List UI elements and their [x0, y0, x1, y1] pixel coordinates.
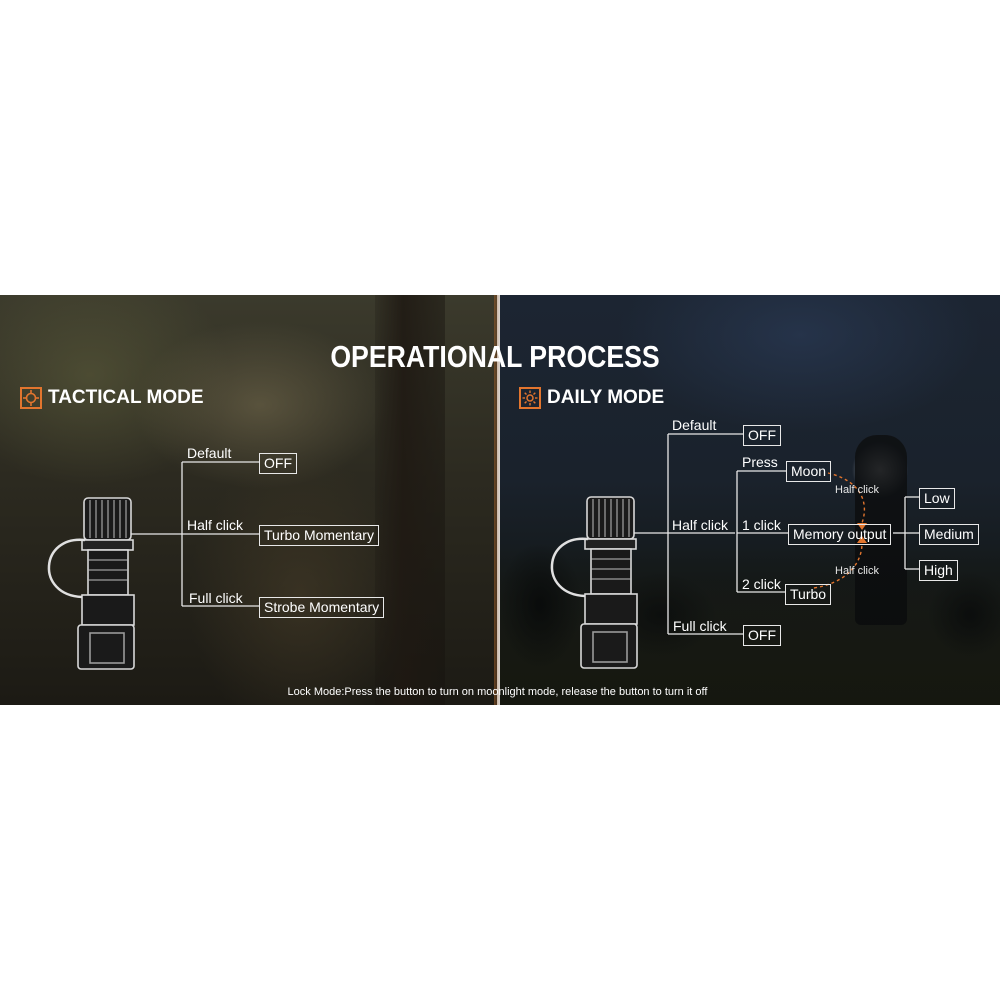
- tree-trunk: [375, 295, 445, 705]
- diagram-overlay: OPERATIONAL PROCESS TACTICAL MODE: [0, 295, 1000, 705]
- two-click-label: 2 click: [742, 576, 781, 592]
- tactical-mode-heading: TACTICAL MODE: [20, 387, 204, 409]
- turbo-box: Turbo: [785, 584, 832, 605]
- one-click-label: 1 click: [742, 517, 781, 533]
- moon-to-memory-label: Half click: [835, 484, 880, 496]
- tactical-full-click-label: Full click: [189, 590, 243, 606]
- medium-level-box: Medium: [919, 524, 979, 545]
- turbo-to-memory-label: Half click: [835, 565, 880, 577]
- flow-connectors: [47, 433, 920, 670]
- daily-full-click-label: Full click: [673, 618, 727, 634]
- tactical-flashlight-icon: [47, 497, 135, 670]
- tactical-off-box: OFF: [259, 453, 297, 474]
- tactical-half-click-label: Half click: [187, 517, 244, 533]
- section-divider: [494, 295, 500, 705]
- turbo-momentary-box: Turbo Momentary: [259, 525, 379, 546]
- press-label: Press: [742, 454, 778, 470]
- low-level-box: Low: [919, 488, 955, 509]
- sun-icon: [519, 387, 541, 409]
- daily-half-click-label: Half click: [672, 517, 729, 533]
- daily-default-label: Default: [672, 417, 717, 433]
- operational-process-banner: OPERATIONAL PROCESS TACTICAL MODE: [0, 295, 1000, 705]
- tactical-mode-label: TACTICAL MODE: [48, 387, 204, 408]
- moon-box: Moon: [786, 461, 832, 482]
- tactical-default-label: Default: [187, 445, 232, 461]
- high-level-box: High: [919, 560, 958, 581]
- strobe-momentary-box: Strobe Momentary: [259, 597, 385, 618]
- lock-mode-note: Lock Mode:Press the button to turn on mo…: [287, 686, 708, 698]
- daily-flashlight-icon: [550, 496, 638, 669]
- page-title: OPERATIONAL PROCESS: [330, 339, 660, 374]
- person-silhouette: [855, 435, 907, 625]
- daily-full-click-off-box: OFF: [743, 625, 781, 646]
- memory-output-box: Memory output: [788, 524, 892, 545]
- daily-mode-heading: DAILY MODE: [519, 387, 664, 409]
- crosshair-icon: [20, 387, 42, 409]
- daily-default-off-box: OFF: [743, 425, 781, 446]
- daily-mode-label: DAILY MODE: [547, 387, 665, 408]
